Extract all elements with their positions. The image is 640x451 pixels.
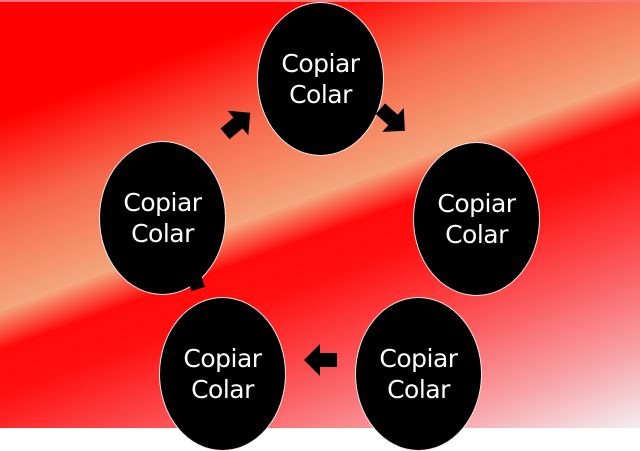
cycle-node-bottom-right: Copiar Colar: [355, 297, 482, 451]
node-label-line1: Copiar: [437, 189, 516, 218]
arrow-up-icon: [172, 252, 215, 295]
arrow-down-right-icon: [369, 96, 417, 144]
cycle-node-bottom-left: Copiar Colar: [159, 297, 286, 451]
node-label-line1: Copiar: [123, 188, 202, 217]
node-label-line2: Colar: [445, 220, 508, 249]
cycle-node-left: Copiar Colar: [99, 141, 226, 295]
node-label-line2: Colar: [191, 375, 254, 404]
arrow-down-left-icon: [425, 246, 468, 289]
node-label-line1: Copiar: [183, 344, 262, 373]
node-label-line1: Copiar: [379, 344, 458, 373]
cycle-node-right: Copiar Colar: [413, 142, 540, 296]
node-label-line1: Copiar: [281, 49, 360, 78]
cycle-node-top: Copiar Colar: [257, 2, 384, 156]
arrow-up-right-icon: [214, 99, 262, 147]
node-label-line2: Colar: [387, 375, 450, 404]
node-label-line2: Colar: [289, 80, 352, 109]
arrow-left-icon: [303, 343, 337, 377]
node-label-line2: Colar: [131, 219, 194, 248]
top-edge-line: [0, 0, 640, 2]
